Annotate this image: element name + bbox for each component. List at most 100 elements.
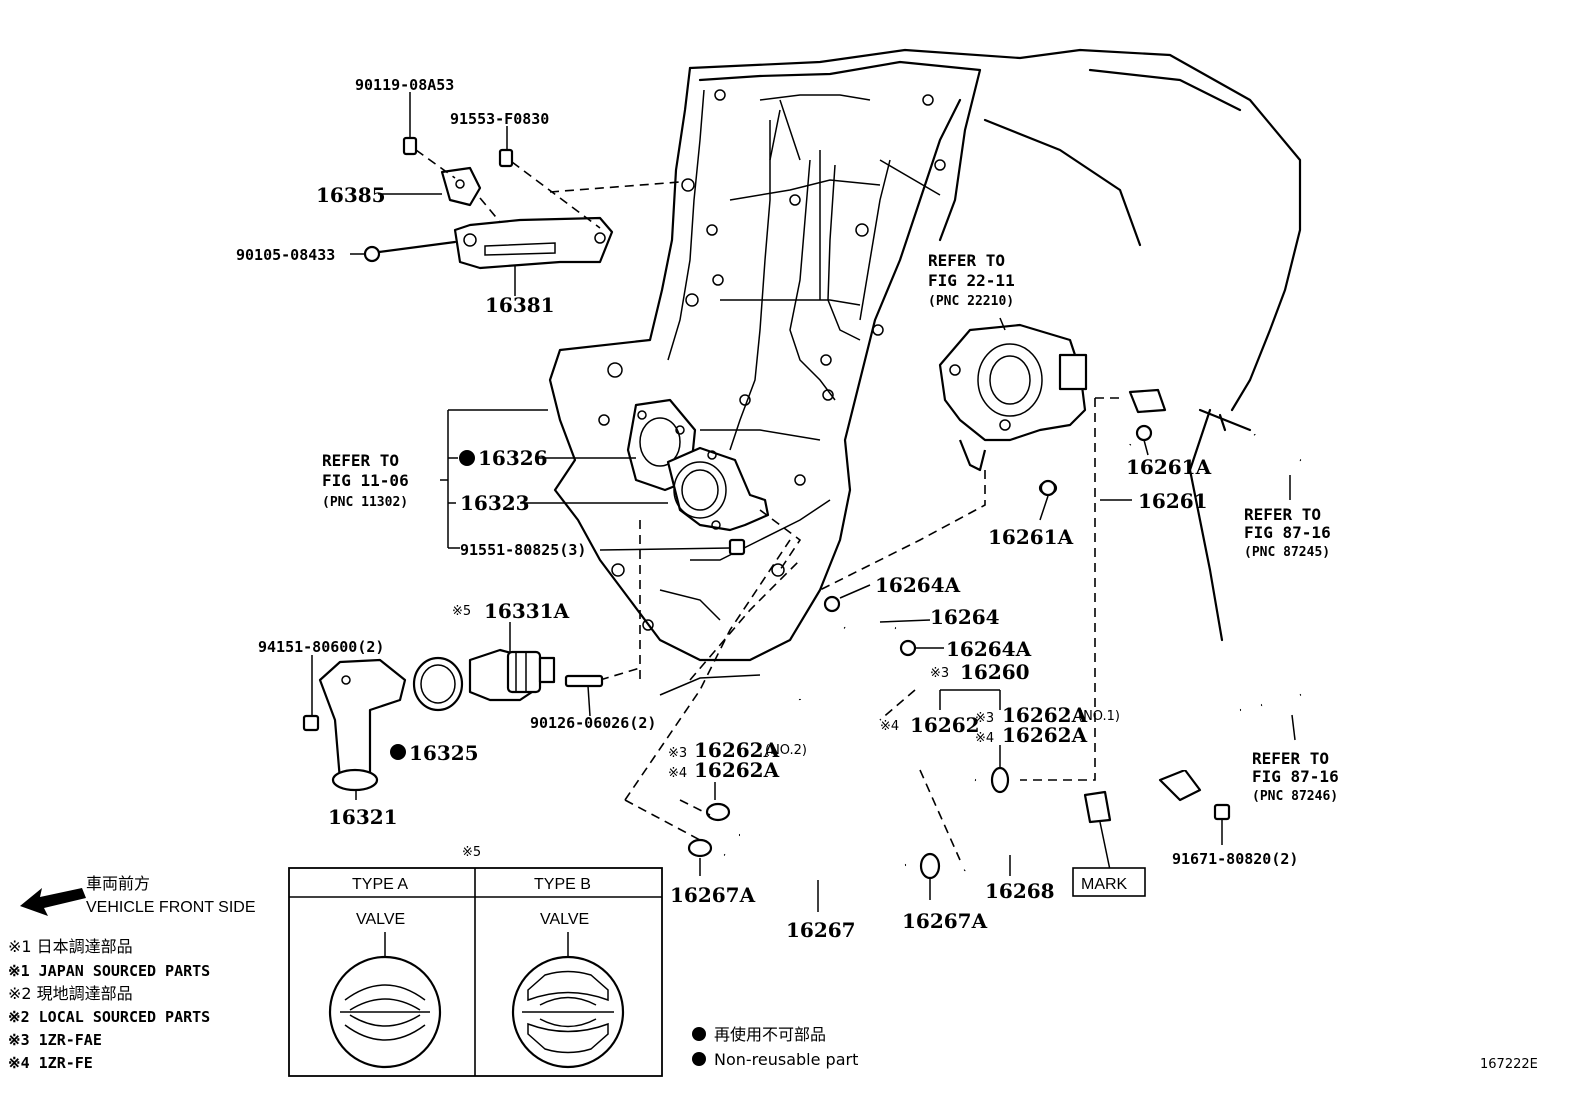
callout-16261a-left: 16261A — [988, 525, 1074, 549]
bolt-94151 — [302, 714, 320, 732]
bolt-91671 — [1213, 803, 1231, 821]
engine-head-outline — [879, 68, 1252, 642]
mark-label: MARK — [1081, 876, 1128, 893]
legend-line-3: ※2 現地調達部品 — [8, 984, 133, 1003]
callout-91553: 91553-F0830 — [450, 110, 549, 128]
svg-text:(PNC 22210): (PNC 22210) — [928, 294, 1014, 309]
front-label-jp: 車両前方 — [86, 874, 150, 893]
callout-16262a-no2-fe: 16262A — [694, 758, 780, 782]
valve-a-label: VALVE — [356, 911, 405, 928]
nonreusable-dot-16326 — [459, 450, 475, 466]
callout-94151: 94151-80600(2) — [258, 638, 384, 656]
thermostat-type-table: ※5 TYPE A TYPE B VALVE VALVE — [288, 845, 663, 1077]
bracket-assembly — [440, 166, 614, 270]
callout-16262a-no1-fe: 16262A — [1002, 723, 1088, 747]
mark-box — [1072, 867, 1146, 897]
svg-text:REFER TO: REFER TO — [322, 451, 399, 470]
clamp-16264a-bottom — [899, 639, 917, 657]
front-direction-indicator: 車両前方 VEHICLE FRONT SIDE — [20, 874, 256, 916]
callout-16326: 16326 — [478, 446, 548, 470]
callout-16261: 16261 — [1138, 489, 1208, 513]
svg-text:REFER TO: REFER TO — [1252, 749, 1329, 768]
ref-fig-11-06: REFER TO FIG 11-06 (PNC 11302) — [322, 451, 409, 510]
legend-line-1: ※1 日本調達部品 — [8, 937, 133, 956]
label-no1: (NO.1) — [1078, 709, 1120, 724]
pipe-16268 — [963, 689, 1302, 873]
callout-16262a-no1-fae: 16262A — [1002, 703, 1088, 727]
clamp-16267a-left — [687, 838, 713, 858]
mark-5-thermostat: ※5 — [452, 604, 471, 619]
svg-text:(PNC 11302): (PNC 11302) — [322, 495, 408, 510]
nonreusable-dot-16325 — [390, 744, 406, 760]
svg-text:(PNC 87245): (PNC 87245) — [1244, 545, 1330, 560]
callout-16260: 16260 — [960, 660, 1030, 684]
bullet-dot-icon — [692, 1052, 706, 1066]
callout-16321: 16321 — [328, 805, 398, 829]
callout-16385: 16385 — [316, 183, 386, 207]
callout-16262: 16262 — [910, 713, 980, 737]
bolt-91553 — [498, 148, 601, 229]
leader-lines — [311, 92, 1296, 912]
callout-16267a-left: 16267A — [670, 883, 756, 907]
clamp-16262a-no1 — [990, 766, 1010, 794]
svg-text:(PNC 87246): (PNC 87246) — [1252, 789, 1338, 804]
throttle-body — [938, 323, 1088, 472]
callout-16267a-mid: 16267A — [902, 909, 988, 933]
callout-16262a-no2-fae: 16262A — [694, 738, 780, 762]
callout-16325: 16325 — [409, 741, 479, 765]
callout-16323: 16323 — [460, 491, 530, 515]
mark-4-16262: ※4 — [880, 719, 899, 734]
callout-90119: 90119-08A53 — [355, 76, 454, 94]
mark-4-16262a-no2: ※4 — [668, 766, 687, 781]
callout-16331a: 16331A — [484, 599, 570, 623]
callout-90105: 90105-08433 — [236, 246, 335, 264]
nonreusable-en: Non-reusable part — [714, 1050, 858, 1069]
figure-id: 167222E — [1480, 1057, 1538, 1072]
svg-text:FIG 22-11: FIG 22-11 — [928, 271, 1015, 290]
callout-91551: 91551-80825(3) — [460, 541, 586, 559]
callout-16267: 16267 — [786, 918, 856, 942]
timing-chain-cover — [548, 48, 1302, 662]
clamp-16261a-left — [1039, 479, 1057, 497]
bullet-dot-icon — [692, 1027, 706, 1041]
bolt-91551 — [728, 538, 746, 556]
ref-fig-87-16-b: REFER TO FIG 87-16 (PNC 87246) — [1252, 749, 1339, 804]
clamp-16261a-right — [1135, 424, 1153, 442]
nonreusable-legend: 再使用不可部品 Non-reusable part — [692, 1025, 858, 1069]
nonreusable-jp: 再使用不可部品 — [714, 1025, 826, 1044]
stud-90126 — [564, 674, 604, 688]
callout-16381: 16381 — [485, 293, 555, 317]
hose-16264 — [842, 619, 897, 647]
type-table-title: ※5 — [462, 845, 481, 860]
bolt-90119 — [402, 136, 456, 179]
legend-line-2: ※1 JAPAN SOURCED PARTS — [8, 962, 210, 980]
mark-3-16262a-no1: ※3 — [975, 711, 994, 726]
callout-16264a-bottom: 16264A — [946, 637, 1032, 661]
svg-text:FIG 87-16: FIG 87-16 — [1244, 523, 1331, 542]
type-b-header: TYPE B — [534, 876, 591, 893]
legend-line-5: ※3 1ZR-FAE — [8, 1031, 102, 1049]
ref-fig-22-11: REFER TO FIG 22-11 (PNC 22210) — [928, 251, 1015, 309]
water-inlet-16321 — [318, 658, 407, 792]
ref-fig-87-16-a: REFER TO FIG 87-16 (PNC 87245) — [1244, 505, 1331, 560]
clamp-16267a-mid — [919, 852, 941, 880]
svg-text:REFER TO: REFER TO — [1244, 505, 1321, 524]
svg-text:FIG 87-16: FIG 87-16 — [1252, 767, 1339, 786]
clamp-16262a-no2 — [705, 802, 731, 822]
front-arrow-icon — [20, 888, 86, 916]
callout-91671: 91671-80820(2) — [1172, 850, 1298, 868]
housing-16323 — [666, 446, 770, 532]
gasket-16325 — [412, 656, 464, 712]
valve-b-label: VALVE — [540, 911, 589, 928]
hose-16262 — [798, 689, 977, 791]
legend-line-4: ※2 LOCAL SOURCED PARTS — [8, 1008, 210, 1026]
callout-16264a-top: 16264A — [875, 573, 961, 597]
callout-16264: 16264 — [930, 605, 1000, 629]
legend-line-6: ※4 1ZR-FE — [8, 1054, 93, 1072]
callout-16261a-right: 16261A — [1126, 455, 1212, 479]
callout-90126: 90126-06026(2) — [530, 714, 656, 732]
front-label-en: VEHICLE FRONT SIDE — [86, 899, 256, 916]
svg-text:REFER TO: REFER TO — [928, 251, 1005, 270]
sourcing-legend: ※1 日本調達部品 ※1 JAPAN SOURCED PARTS ※2 現地調達… — [8, 937, 210, 1072]
mark-3-16262a-no2: ※3 — [668, 746, 687, 761]
